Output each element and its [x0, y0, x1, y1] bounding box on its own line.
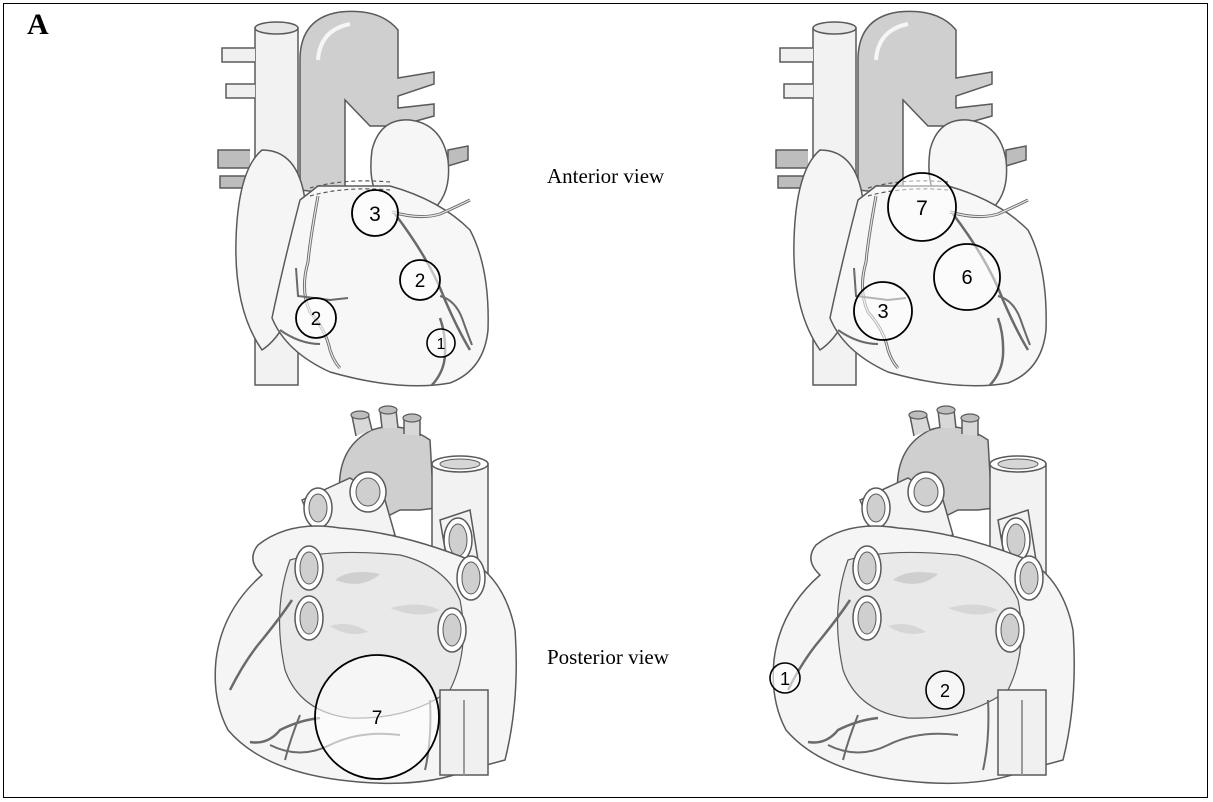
marker-anterior-right-2: 6	[934, 244, 1000, 310]
marker-posterior-right-1: 1	[770, 663, 800, 693]
marker-anterior-left-3: 2	[296, 298, 336, 338]
svg-text:6: 6	[961, 267, 972, 289]
posterior-heart-right	[773, 406, 1074, 783]
marker-anterior-left-4: 1	[427, 329, 455, 357]
marker-posterior-right-2: 2	[926, 671, 964, 709]
svg-text:3: 3	[369, 203, 381, 226]
marker-anterior-right-3: 3	[854, 282, 912, 340]
svg-text:1: 1	[780, 669, 790, 689]
svg-text:2: 2	[311, 309, 322, 330]
marker-anterior-right-1: 7	[888, 173, 956, 241]
svg-text:7: 7	[916, 197, 928, 220]
svg-text:2: 2	[415, 271, 426, 292]
marker-anterior-left-1: 3	[352, 190, 398, 236]
marker-posterior-left-1: 7	[315, 655, 439, 779]
marker-anterior-left-2: 2	[400, 260, 440, 300]
svg-text:3: 3	[877, 301, 888, 323]
svg-text:1: 1	[437, 336, 446, 353]
svg-text:2: 2	[940, 681, 950, 701]
anterior-heart-left	[218, 11, 488, 385]
svg-text:7: 7	[372, 708, 383, 729]
